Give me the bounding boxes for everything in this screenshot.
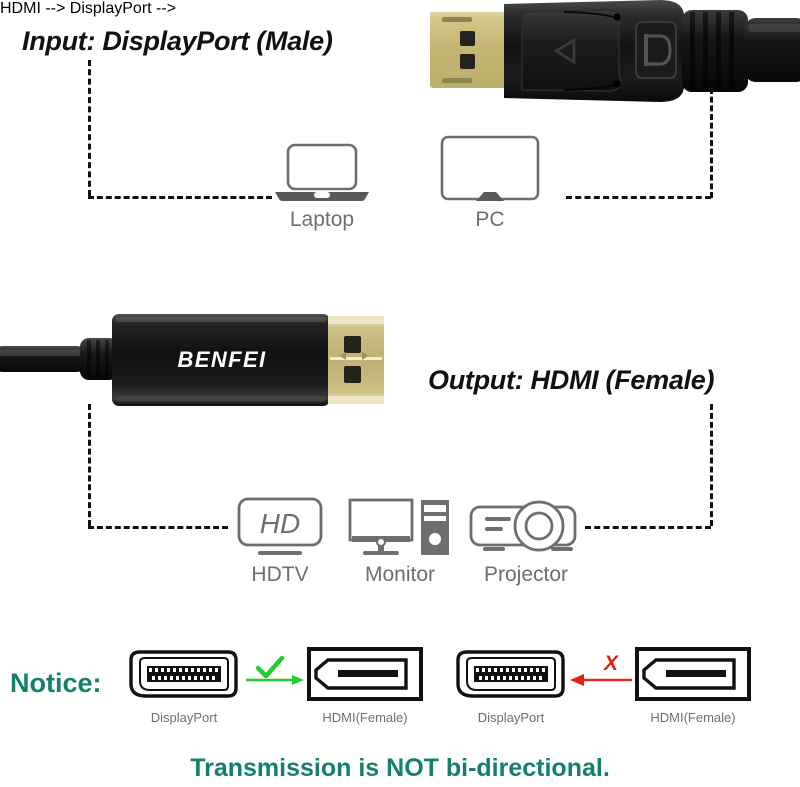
device-projector: Projector [466,497,586,587]
device-projector-label: Projector [483,563,569,586]
dp-gold-contacts [430,12,510,88]
input-bracket-left [88,60,91,196]
arrow-blocked: X [566,650,636,697]
output-bracket-bottom-left [88,526,228,529]
hdtv-icon: HD [237,497,323,555]
dp-cable [744,18,800,82]
notice-footer: Transmission is NOT bi-directional. [190,754,610,782]
adapter-cable [0,346,88,372]
device-monitor: Monitor [345,497,455,587]
adapter-shell [112,314,330,406]
device-laptop: Laptop [268,142,376,232]
device-hdtv-label: HDTV [251,563,309,586]
device-monitor-label: Monitor [364,563,436,586]
device-laptop-label: Laptop [289,208,355,231]
input-bracket-bottom-right [566,196,711,199]
output-bracket-bottom-right [585,526,711,529]
dp-logo-badge [635,21,677,79]
output-bracket-left [88,404,91,526]
displayport-male-connector [414,0,800,106]
arrow-right-icon [292,675,304,685]
hdmi-port-icon [635,647,751,701]
pc-monitor-icon [440,135,540,201]
notice-pair-allowed-target-label: HDMI(Female) [322,710,408,725]
dp-strain-relief [682,10,748,92]
notice-pair-allowed-source-label: DisplayPort [150,710,218,725]
input-bracket-bottom-left [88,196,272,199]
input-bracket-right [710,88,713,198]
notice-pair-blocked-source [455,648,567,705]
hdmi-female-port [328,316,384,404]
hdmi-port-icon [307,647,423,701]
displayport-port-icon [129,650,238,698]
notice-pair-blocked-origin [634,646,752,707]
notice-label: Notice: [10,668,102,698]
arrow-left-icon [570,674,584,686]
notice-pair-blocked-target-label: DisplayPort [477,710,545,725]
hdtv-glyph: HD [260,508,300,539]
notice-pair-allowed-target [306,646,424,707]
device-pc: PC [432,134,548,232]
dp-triangle-marking [553,37,576,65]
output-section-title: Output: HDMI (Female) [428,365,715,395]
displayport-port-icon [456,650,565,698]
input-section-title: Input: DisplayPort (Male) [22,26,333,56]
arrow-allowed [244,652,306,697]
benfei-hdmi-female-adapter: BENFEI [0,300,412,410]
projector-icon [469,500,577,552]
device-pc-label: PC [475,208,505,231]
output-bracket-right [710,404,713,526]
notice-pair-blocked-source-label: HDMI(Female) [650,710,736,725]
laptop-icon [275,143,369,201]
monitor-tower-icon [348,498,449,555]
adapter-brand-text: BENFEI [177,347,266,372]
notice-pair-allowed [128,648,240,705]
device-hdtv: HD HDTV [232,497,328,587]
check-mark-icon [255,655,285,679]
x-mark-icon: X [603,652,620,675]
